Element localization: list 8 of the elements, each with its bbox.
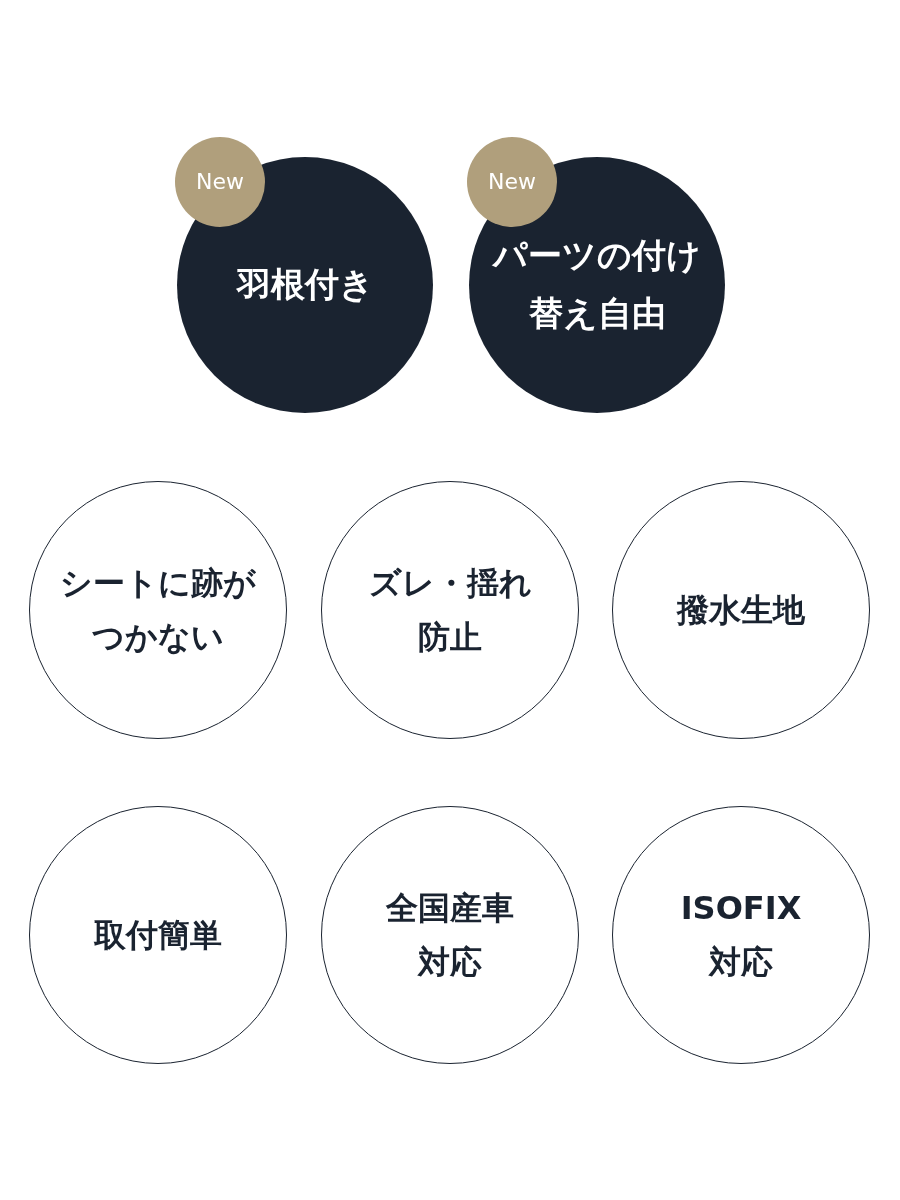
feature-circle: 取付簡単 (29, 806, 287, 1064)
new-badge: New (467, 137, 557, 227)
new-badge: New (175, 137, 265, 227)
feature-circle: 全国産車対応 (321, 806, 579, 1064)
feature-circle: 撥水生地 (612, 481, 870, 739)
feature-circle: ISOFIX対応 (612, 806, 870, 1064)
feature-circle: ズレ・揺れ防止 (321, 481, 579, 739)
feature-circle: シートに跡がつかない (29, 481, 287, 739)
